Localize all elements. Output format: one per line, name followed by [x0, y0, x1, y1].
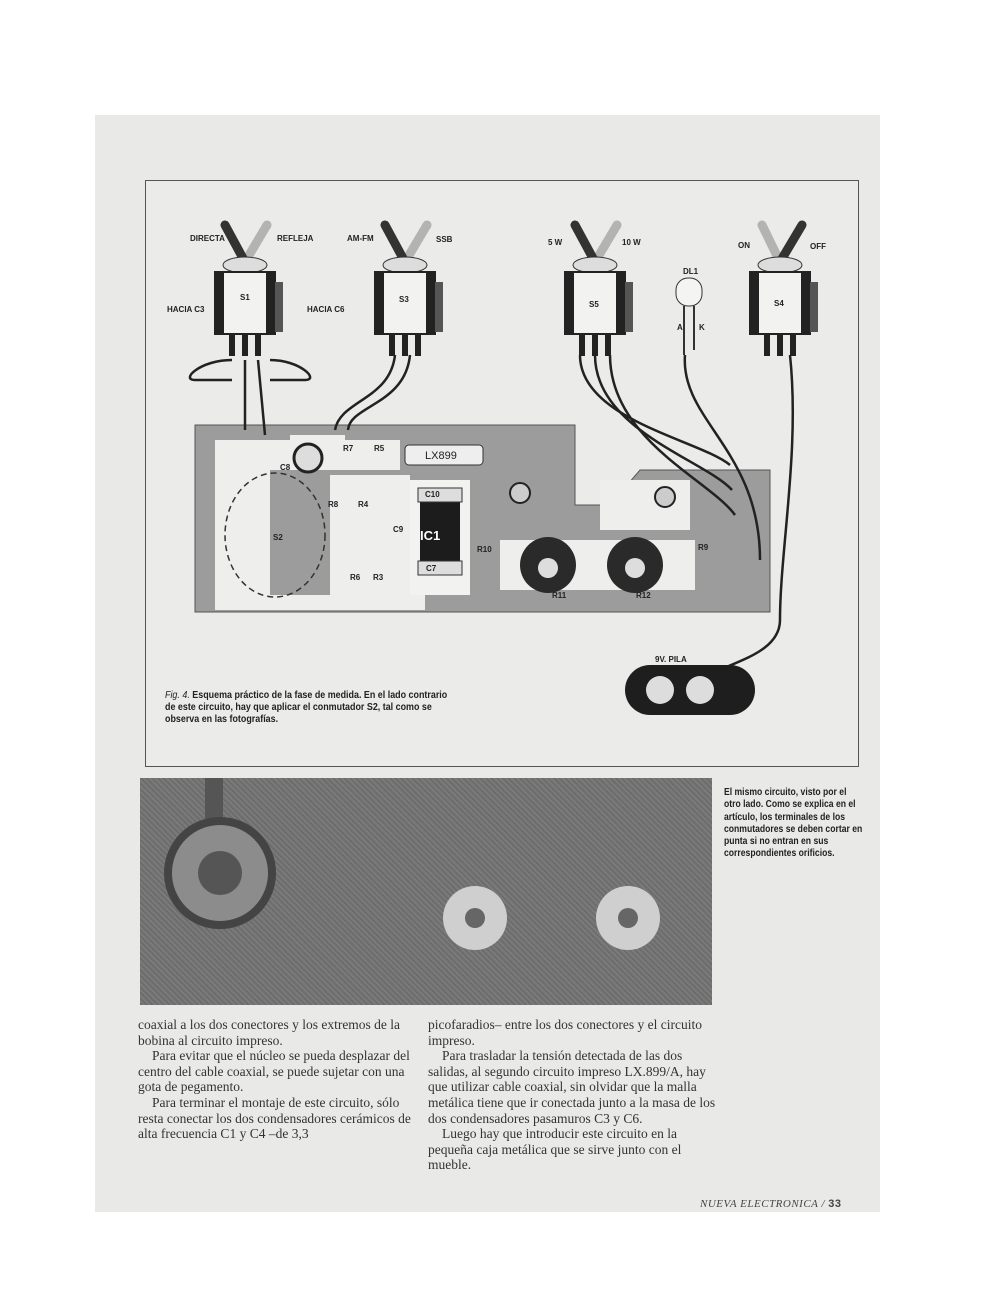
diagram-label-c10: C10 — [425, 490, 440, 499]
toggle-switch-s1 — [214, 220, 283, 356]
diagram-label-s4: S4 — [774, 299, 784, 308]
diagram-label-s3-left: AM-FM — [347, 234, 374, 243]
diagram-label-c9: C9 — [393, 525, 404, 534]
diagram-label-r9: R9 — [698, 543, 709, 552]
page-footer: NUEVA ELECTRONICA / 33 — [700, 1198, 842, 1210]
diagram-label-led: DL1 — [683, 267, 699, 276]
diagram-label-ic1: IC1 — [420, 528, 440, 543]
diagram-label-s5-right: 10 W — [622, 238, 641, 247]
magazine-name: NUEVA ELECTRONICA / — [700, 1198, 826, 1210]
diagram-label-pcb-code: LX899 — [425, 450, 457, 462]
photo-contents — [164, 778, 660, 950]
paragraph: Para terminar el montaje de este circuit… — [138, 1094, 411, 1142]
toggle-switch-s5 — [564, 220, 633, 356]
diagram-label-r3: R3 — [373, 573, 384, 582]
paragraph: Luego hay que introducir este circuito e… — [428, 1126, 682, 1173]
diagram-label-r11: R11 — [552, 591, 567, 600]
diagram-label-r4: R4 — [358, 500, 369, 509]
diagram-label-r8: R8 — [328, 500, 339, 509]
page-number: 33 — [828, 1198, 842, 1210]
figure-caption: Fig. 4. Esquema práctico de la fase de m… — [165, 689, 454, 725]
diagram-label-to-c6: HACIA C6 — [307, 305, 345, 314]
diagram-label-s5: S5 — [589, 300, 599, 309]
toggle-switch-s3 — [374, 220, 443, 356]
paragraph: Para trasladar la tensión detectada de l… — [428, 1048, 716, 1126]
diagram-label-s1-left: DIRECTA — [190, 234, 225, 243]
paragraph: picofaradios– entre los dos conectores y… — [428, 1017, 703, 1048]
diagram-label-s4-left: ON — [738, 241, 750, 250]
diagram-label-led-a: A — [677, 323, 683, 332]
diagram-label-to-c3: HACIA C3 — [167, 305, 205, 314]
diagram-label-r5: R5 — [374, 444, 385, 453]
diagram-label-s3: S3 — [399, 295, 409, 304]
pcb-photo — [140, 778, 712, 1005]
body-column-right: picofaradios– entre los dos conectores y… — [428, 1017, 718, 1173]
body-column-left: coaxial a los dos conectores y los extre… — [138, 1017, 420, 1142]
diagram-label-s1: S1 — [240, 293, 250, 302]
diagram-label-r7: R7 — [343, 444, 354, 453]
paragraph: Para evitar que el núcleo se pueda despl… — [138, 1048, 410, 1095]
diagram-label-r6: R6 — [350, 573, 361, 582]
diagram-label-c8: C8 — [280, 463, 291, 472]
wires — [188, 354, 795, 672]
diagram-label-s1-right: REFLEJA — [277, 234, 314, 243]
photo-caption: El mismo circuito, visto por el otro lad… — [724, 786, 863, 860]
toggle-switch-s4 — [749, 220, 818, 356]
diagram-label-s4-right: OFF — [810, 242, 826, 251]
diagram-label-r10: R10 — [477, 545, 492, 554]
diagram-label-s5-left: 5 W — [548, 238, 563, 247]
led-dl1 — [675, 277, 703, 355]
diagram-label-s2: S2 — [273, 533, 283, 542]
figure-number: Fig. 4. — [165, 689, 190, 701]
battery-connector — [625, 665, 755, 715]
diagram-label-led-k: K — [699, 323, 705, 332]
diagram-label-battery: 9V. PILA — [655, 655, 687, 664]
pcb — [194, 424, 771, 613]
diagram-label-c7: C7 — [426, 564, 437, 573]
diagram-label-s3-right: SSB — [436, 235, 453, 244]
figure-caption-text: Esquema práctico de la fase de medida. E… — [165, 689, 448, 725]
diagram-label-r12: R12 — [636, 591, 651, 600]
paragraph: coaxial a los dos conectores y los extre… — [138, 1017, 401, 1048]
